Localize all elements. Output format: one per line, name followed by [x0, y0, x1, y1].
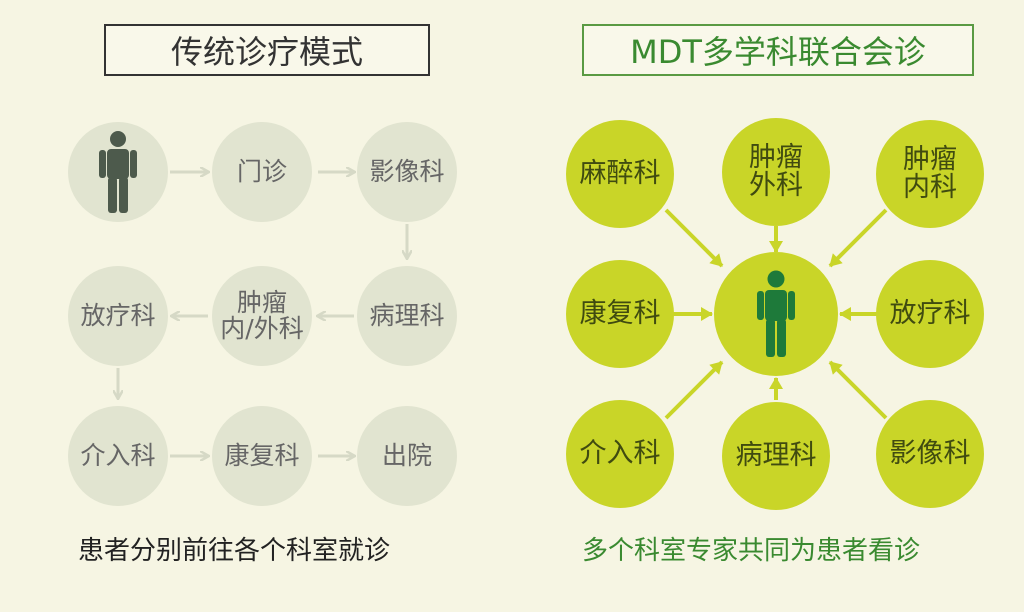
mdt-node-fangliaoke: 放疗科 [876, 260, 984, 368]
node-binglike: 病理科 [357, 266, 457, 366]
node-yingxiangke: 影像科 [357, 122, 457, 222]
node-chuyuan: 出院 [357, 406, 457, 506]
mdt-node-kangfuke: 康复科 [566, 260, 674, 368]
node-zhongliu-neiwaike: 肿瘤 内/外科 [212, 266, 312, 366]
mdt-mode-caption: 多个科室专家共同为患者看诊 [582, 536, 921, 566]
node-kangfuke: 康复科 [212, 406, 312, 506]
node-fangliaoke: 放疗科 [68, 266, 168, 366]
mdt-node-yingxiangke: 影像科 [876, 400, 984, 508]
arrow-mazui-to-center [664, 208, 724, 268]
mdt-node-binglike: 病理科 [722, 402, 830, 510]
person-icon [757, 270, 795, 357]
arrow-yingxiang-to-center [828, 360, 888, 420]
mdt-patient-node [714, 252, 838, 376]
arrow-jieru-to-center [664, 360, 724, 420]
person-icon [99, 131, 137, 213]
patient-node [68, 122, 168, 222]
mdt-node-jieruke: 介入科 [566, 400, 674, 508]
mdt-node-zhongliu-waike: 肿瘤 外科 [722, 118, 830, 226]
mdt-node-mazuike: 麻醉科 [566, 120, 674, 228]
mdt-mode-title: MDT多学科联合会诊 [582, 24, 974, 76]
arrow-zhongliu-neike-to-center [828, 208, 888, 268]
traditional-mode-caption: 患者分别前往各个科室就诊 [78, 536, 391, 566]
mdt-node-zhongliu-neike: 肿瘤 内科 [876, 120, 984, 228]
node-jieruke: 介入科 [68, 406, 168, 506]
node-menzhen: 门诊 [212, 122, 312, 222]
traditional-mode-title: 传统诊疗模式 [104, 24, 430, 76]
